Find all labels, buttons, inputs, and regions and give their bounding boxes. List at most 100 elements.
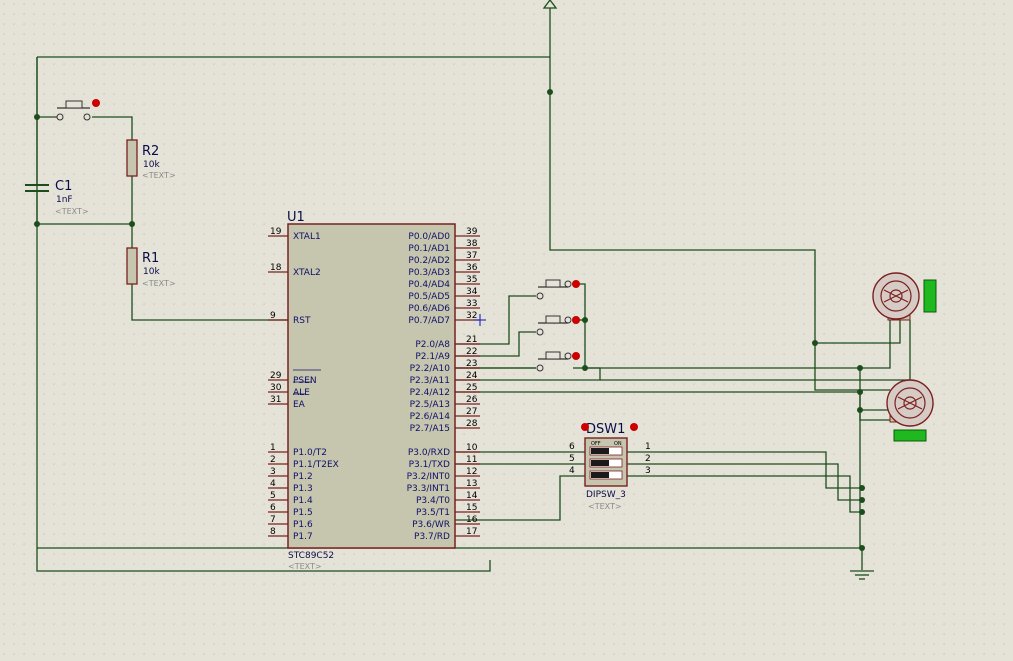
u1-pin-number: 9	[270, 311, 276, 321]
u1-pin-name: P0.2/AD2	[408, 256, 450, 266]
c1-value: 1nF	[56, 195, 73, 205]
u1-part: STC89C52	[288, 551, 334, 561]
u1-pin-number: 18	[270, 263, 282, 273]
motor-1-indicator	[923, 279, 937, 313]
u1-pin-name: P1.6	[293, 520, 313, 530]
u1-pin-number: 32	[466, 311, 477, 321]
u1-pin-number: 26	[466, 395, 478, 405]
junctions	[34, 89, 865, 551]
dsw1-right-pin-3: 3	[645, 466, 651, 476]
r2-value: 10k	[143, 160, 160, 170]
u1-pin-number: 1	[270, 443, 276, 453]
u1-pin-number: 7	[270, 515, 276, 525]
u1-pin-name: P1.1/T2EX	[293, 460, 339, 470]
u1-pin-name: P1.4	[293, 496, 313, 506]
power-terminal[interactable]	[542, 0, 558, 9]
resistor-r1[interactable]: R1 10k <TEXT>	[126, 247, 176, 288]
u1-pin-number: 38	[466, 239, 478, 249]
u1-pin-number: 33	[466, 299, 477, 309]
u1-pin-name: RST	[293, 316, 311, 326]
u1-pin-number: 34	[466, 287, 478, 297]
u1-pin-name: P0.3/AD3	[408, 268, 450, 278]
button-2[interactable]	[536, 315, 580, 336]
button-1[interactable]	[536, 279, 580, 300]
u1-pin-number: 15	[466, 503, 477, 513]
u1-pin-number: 14	[466, 491, 478, 501]
u1-pin-number: 21	[466, 335, 477, 345]
capacitor-c1[interactable]: C1 1nF <TEXT>	[25, 179, 89, 216]
dsw1-ref: DSW1	[586, 422, 625, 437]
u1-pin-number: 17	[466, 527, 477, 537]
u1-pin-name: P2.0/A8	[415, 340, 450, 350]
resistor-r2[interactable]: R2 10k <TEXT>	[126, 139, 176, 180]
u1-pin-name: P2.3/A11	[410, 376, 450, 386]
u1-pin-number: 5	[270, 491, 276, 501]
u1-pin-name: P0.1/AD1	[408, 244, 450, 254]
u1-pin-number: 12	[466, 467, 477, 477]
dsw1-right-pin-1: 1	[645, 442, 651, 452]
u1-pin-name: P3.5/T1	[416, 508, 450, 518]
u1-pin-number: 29	[270, 371, 282, 381]
u1-pin-number: 36	[466, 263, 478, 273]
u1-pin-name: P3.7/RD	[414, 532, 450, 542]
u1-pin-number: 11	[466, 455, 477, 465]
u1-pin-name: P2.6/A14	[410, 412, 451, 422]
u1-pin-number: 22	[466, 347, 477, 357]
u1-pin-name: P3.2/INT0	[407, 472, 451, 482]
u1-pin-number: 4	[270, 479, 276, 489]
c1-ref: C1	[55, 179, 72, 194]
u1-pin-number: 13	[466, 479, 477, 489]
u1-pin-name: ALE	[293, 388, 310, 398]
button-3[interactable]	[536, 351, 580, 372]
motor-1[interactable]	[872, 272, 937, 321]
u1-pin-name: P2.7/A15	[410, 424, 450, 434]
u1-pin-number: 39	[466, 227, 478, 237]
u1-pin-name: P3.1/TXD	[409, 460, 450, 470]
u1-pin-number: 6	[270, 503, 276, 513]
u1-text: <TEXT>	[288, 562, 322, 571]
u1-pin-number: 24	[466, 371, 478, 381]
r1-ref: R1	[142, 251, 159, 266]
dip-switch-dsw1[interactable]: OFF ON DSW1 DIPSW_3 <TEXT> 6 5 4 1 2 3	[569, 422, 651, 511]
u1-pin-number: 27	[466, 407, 477, 417]
u1-pin-name: P0.5/AD5	[408, 292, 450, 302]
u1-pin-number: 31	[270, 395, 281, 405]
u1-pin-name: XTAL2	[293, 268, 321, 278]
u1-pin-name: PSEN	[293, 376, 317, 386]
u1-pin-name: P3.4/T0	[416, 496, 450, 506]
r2-ref: R2	[142, 144, 159, 159]
reset-button[interactable]	[55, 99, 100, 121]
u1-pin-name: EA	[293, 400, 306, 410]
u1-pin-number: 37	[466, 251, 477, 261]
u1-pin-number: 3	[270, 467, 276, 477]
r1-text: <TEXT>	[142, 279, 176, 288]
r1-value: 10k	[143, 267, 160, 277]
r2-text: <TEXT>	[142, 171, 176, 180]
ground-symbol[interactable]	[850, 570, 874, 580]
u1-pin-name: XTAL1	[293, 232, 321, 242]
u1-pin-number: 2	[270, 455, 276, 465]
dsw1-left-pin-1: 6	[569, 442, 575, 452]
u1-pin-number: 35	[466, 275, 477, 285]
dsw1-off-label: OFF	[591, 441, 601, 447]
u1-pin-name: P0.0/AD0	[408, 232, 450, 242]
dsw1-part: DIPSW_3	[586, 490, 626, 500]
u1-pin-number: 25	[466, 383, 477, 393]
u1-pin-name: P1.2	[293, 472, 313, 482]
u1-pin-number: 10	[466, 443, 478, 453]
u1-pin-name: P0.7/AD7	[408, 316, 450, 326]
u1-pin-number: 16	[466, 515, 478, 525]
u1-pin-name: P2.1/A9	[415, 352, 450, 362]
c1-text: <TEXT>	[55, 207, 89, 216]
u1-pin-name: P1.3	[293, 484, 313, 494]
crosshair-cursor-icon	[474, 314, 486, 326]
motor-2-indicator	[893, 429, 927, 442]
dsw1-left-pin-2: 5	[569, 454, 575, 464]
u1-pin-number: 8	[270, 527, 276, 537]
motor-2[interactable]	[886, 379, 934, 442]
u1-pin-name: P2.2/A10	[410, 364, 451, 374]
u1-pin-name: P0.6/AD6	[408, 304, 450, 314]
